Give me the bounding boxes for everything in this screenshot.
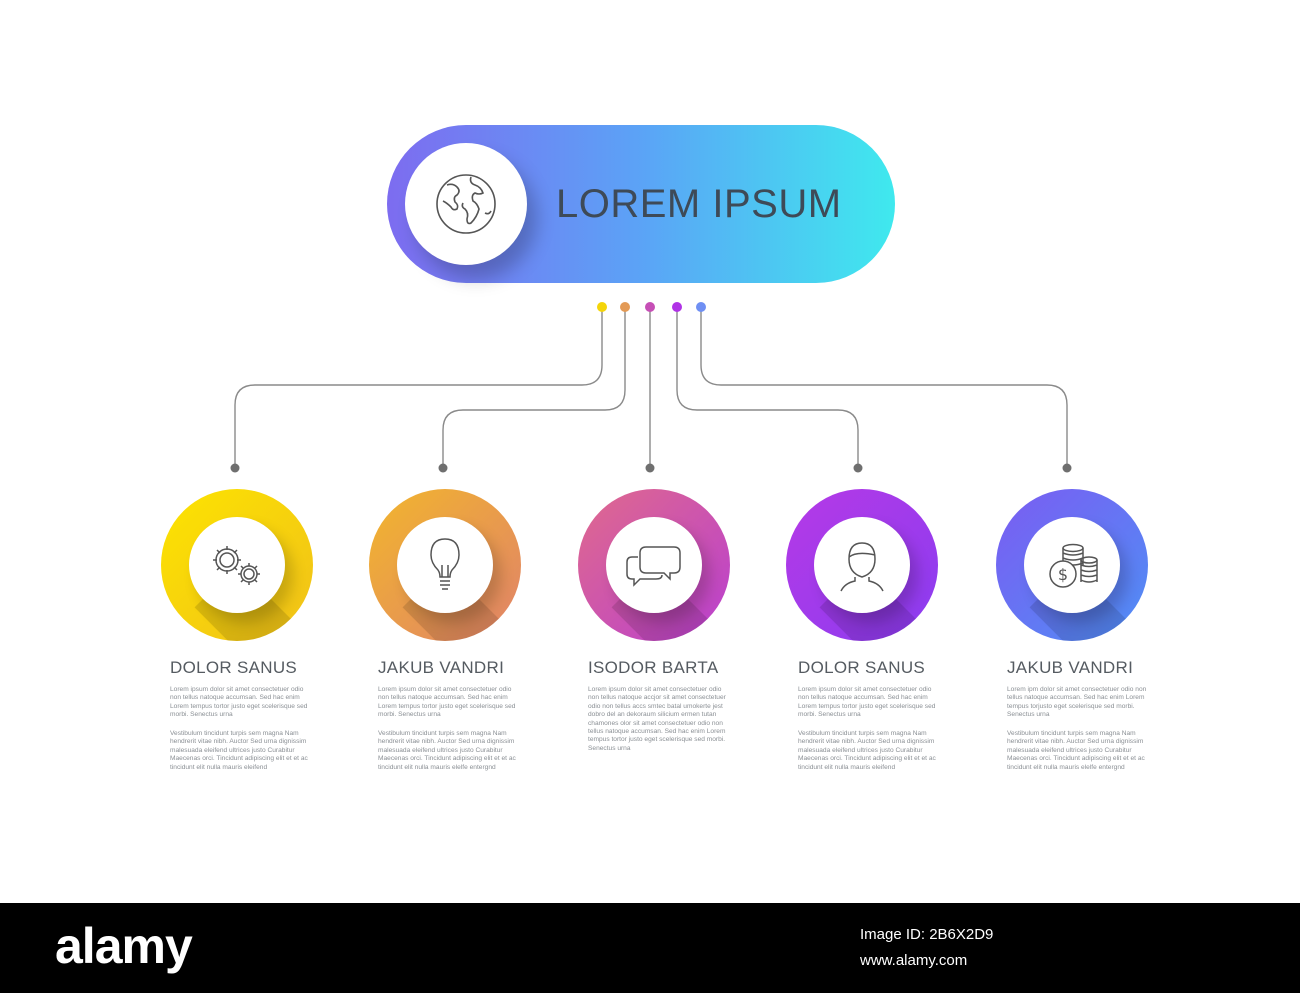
lightbulb-icon: [430, 538, 460, 590]
connector-end-dot-3: [645, 463, 655, 473]
header-icon-circle: [405, 143, 527, 265]
item-title-2: JAKUB VANDRI: [378, 658, 505, 677]
inner-circle-1: [189, 517, 285, 613]
item-text-5b: Vestibulum tincidunt turpis sem magna Na…: [1007, 730, 1145, 771]
item-title-4: DOLOR SANUS: [798, 658, 926, 677]
item-text-1b: Vestibulum tincidunt turpis sem magna Na…: [170, 730, 308, 771]
item-text-4b: Vestibulum tincidunt turpis sem magna Na…: [798, 730, 936, 771]
item-text-3a: Lorem ipsum dolor sit amet consectetuer …: [588, 686, 726, 752]
item-text-1a: Lorem ipsum dolor sit amet consectetuer …: [170, 686, 308, 719]
connector-line-4: [676, 307, 859, 467]
chat-bubbles-icon: [626, 546, 681, 587]
connector-start-dot-3: [645, 302, 655, 312]
inner-circle-3: [606, 517, 702, 613]
item-title-5: JAKUB VANDRI: [1007, 658, 1134, 677]
connector-start-dot-1: [597, 302, 607, 312]
connector-line-1: [234, 307, 603, 467]
item-text-4a: Lorem ipsum dolor sit amet consectetuer …: [798, 686, 936, 719]
watermark-bar: [0, 903, 1300, 993]
user-icon: [840, 542, 884, 592]
item-title-1: DOLOR SANUS: [170, 658, 298, 677]
inner-circle-5: $: [1024, 517, 1120, 613]
item-text-5a: Lorem ipm dolor sit amet consectetuer od…: [1007, 686, 1147, 719]
connector-end-dot-1: [230, 463, 240, 473]
inner-circle-4: [814, 517, 910, 613]
connector-end-dot-5: [1062, 463, 1072, 473]
gears-icon: [213, 546, 260, 585]
connector-line-5: [700, 307, 1068, 467]
item-title-3: ISODOR BARTA: [588, 658, 719, 677]
globe-icon: [436, 174, 496, 234]
watermark-url: www.alamy.com: [860, 952, 968, 969]
connector-start-dot-5: [696, 302, 706, 312]
connector-start-dot-2: [620, 302, 630, 312]
item-text-2b: Vestibulum tincidunt turpis sem magna Na…: [378, 730, 516, 771]
watermark-logo: alamy: [55, 918, 193, 974]
svg-text:$: $: [1058, 565, 1068, 584]
connector-line-2: [442, 307, 626, 467]
connector-end-dot-4: [853, 463, 863, 473]
item-text-2a: Lorem ipsum dolor sit amet consectetuer …: [378, 686, 516, 719]
inner-circle-2: [397, 517, 493, 613]
page-title: LOREM IPSUM: [556, 182, 842, 226]
connector-start-dot-4: [672, 302, 682, 312]
watermark-image-id: Image ID: 2B6X2D9: [860, 926, 994, 943]
connector-end-dot-2: [438, 463, 448, 473]
coins-icon: $: [1049, 543, 1098, 588]
